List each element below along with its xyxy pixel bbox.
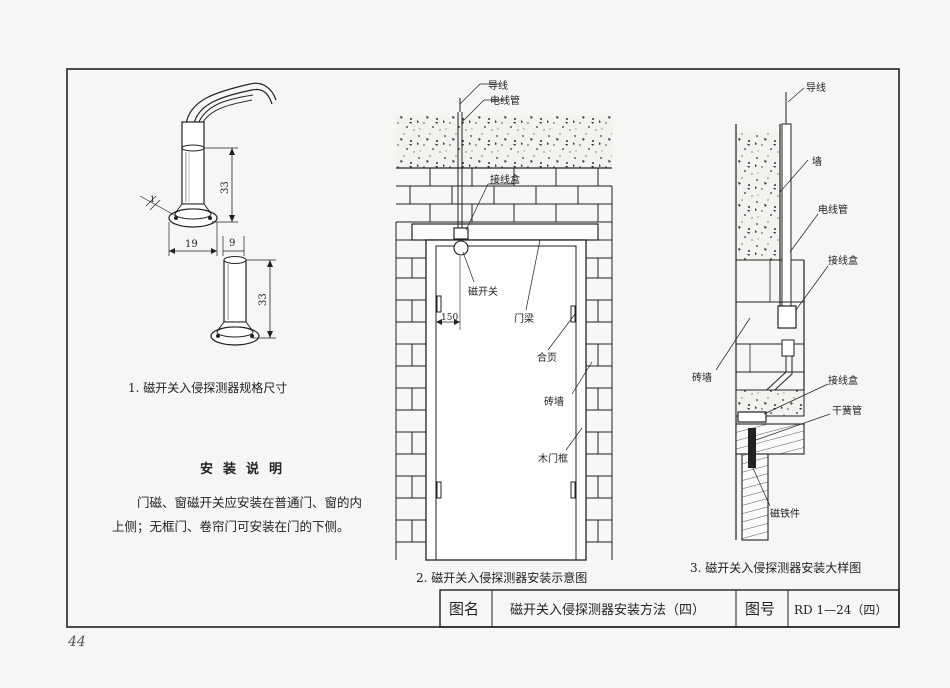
dim-small: 1 <box>150 195 155 204</box>
label-hinge: 合页 <box>537 351 557 364</box>
door-lintel <box>411 223 599 241</box>
detail-conduit <box>781 123 792 309</box>
detail-label-junction-box-2: 接线盒 <box>828 374 858 387</box>
label-conduit: 电线管 <box>490 94 520 107</box>
hinge-right-bottom <box>570 481 576 499</box>
detail-label-reed-tube: 干簧管 <box>832 404 862 417</box>
concrete-wall <box>736 132 780 260</box>
concrete-slab <box>396 116 612 168</box>
detail-junction-box-2 <box>737 411 767 423</box>
hinge-left-top <box>436 295 442 313</box>
detail-label-conduit: 电线管 <box>818 203 848 216</box>
brick-wall-left <box>395 222 426 560</box>
installation-notes: 安装说明 门磁、窗磁开关应安装在普通门、窗的内上侧；无框门、卷帘门可安装在门的下… <box>112 458 362 539</box>
title-number-label: 图号 <box>745 600 775 618</box>
detail-door-leaf <box>741 453 769 541</box>
title-block: 图名 磁开关入侵探测器安装方法（四） 图号 RD 1—24（四） <box>439 589 900 628</box>
magnet-body <box>223 259 247 323</box>
label-junction-box: 接线盒 <box>490 173 520 186</box>
page-number: 44 <box>68 634 86 650</box>
label-wood-frame: 木门框 <box>538 452 568 465</box>
detail-label-wall: 墙 <box>812 155 822 168</box>
label-wire: 导线 <box>488 79 508 92</box>
detail-reed-tube <box>748 428 756 448</box>
detector-body-top <box>181 147 205 205</box>
detail-junction-box-1 <box>777 305 797 329</box>
fig1-caption: 1. 磁开关入侵探测器规格尺寸 <box>128 380 287 395</box>
hinge-right-top <box>570 305 576 323</box>
detail-door-frame <box>735 423 805 455</box>
label-brick-wall: 砖墙 <box>544 395 564 408</box>
label-magnetic-switch: 磁开关 <box>468 285 498 298</box>
title-name-value: 磁开关入侵探测器安装方法（四） <box>510 602 705 618</box>
dim-height-bottom: 33 <box>258 293 269 306</box>
notes-body: 门磁、窗磁开关应安装在普通门、窗的内上侧；无框门、卷帘门可安装在门的下侧。 <box>112 495 363 534</box>
door-frame <box>425 239 587 561</box>
fig3-caption: 3. 磁开关入侵探测器安装大样图 <box>690 560 861 575</box>
dim-height-top: 33 <box>220 181 231 194</box>
detail-label-wire: 导线 <box>806 81 826 94</box>
dim-side: 9 <box>229 238 235 249</box>
magnetic-switch <box>453 240 469 256</box>
detail-label-junction-box-1: 接线盒 <box>828 254 858 267</box>
detail-label-magnet: 磁铁件 <box>770 507 800 520</box>
fig1-detector-dimensions: 33 19 9 1 33 1. 磁开关入侵探测器规格尺寸 <box>128 82 287 395</box>
detail-connector <box>781 339 795 357</box>
title-name-label: 图名 <box>449 600 479 618</box>
notes-title: 安装说明 <box>199 462 292 477</box>
hinge-left-bottom <box>436 481 442 499</box>
dim-width: 19 <box>185 239 198 250</box>
door-leaf <box>435 245 577 561</box>
title-number-value: RD 1—24（四） <box>794 603 887 617</box>
fig2-caption: 2. 磁开关入侵探测器安装示意图 <box>416 570 587 585</box>
fig2-installation-diagram: 150 导线 电线管 接线盒 磁开关 门梁 合页 砖墙 木门框 2. 磁开关入侵… <box>395 79 613 585</box>
brick-wall-top <box>396 168 612 223</box>
detail-magnet <box>748 448 756 468</box>
detector-lead-body <box>181 121 205 149</box>
fig3-installation-detail: 导线 墙 电线管 接线盒 砖墙 接线盒 干簧管 磁铁件 3. 磁开关入侵探测器安… <box>690 81 862 575</box>
dim-offset: 150 <box>441 313 458 323</box>
detail-label-brick-wall: 砖墙 <box>692 371 712 384</box>
brick-wall-right <box>586 186 613 560</box>
label-lintel: 门梁 <box>514 312 534 325</box>
